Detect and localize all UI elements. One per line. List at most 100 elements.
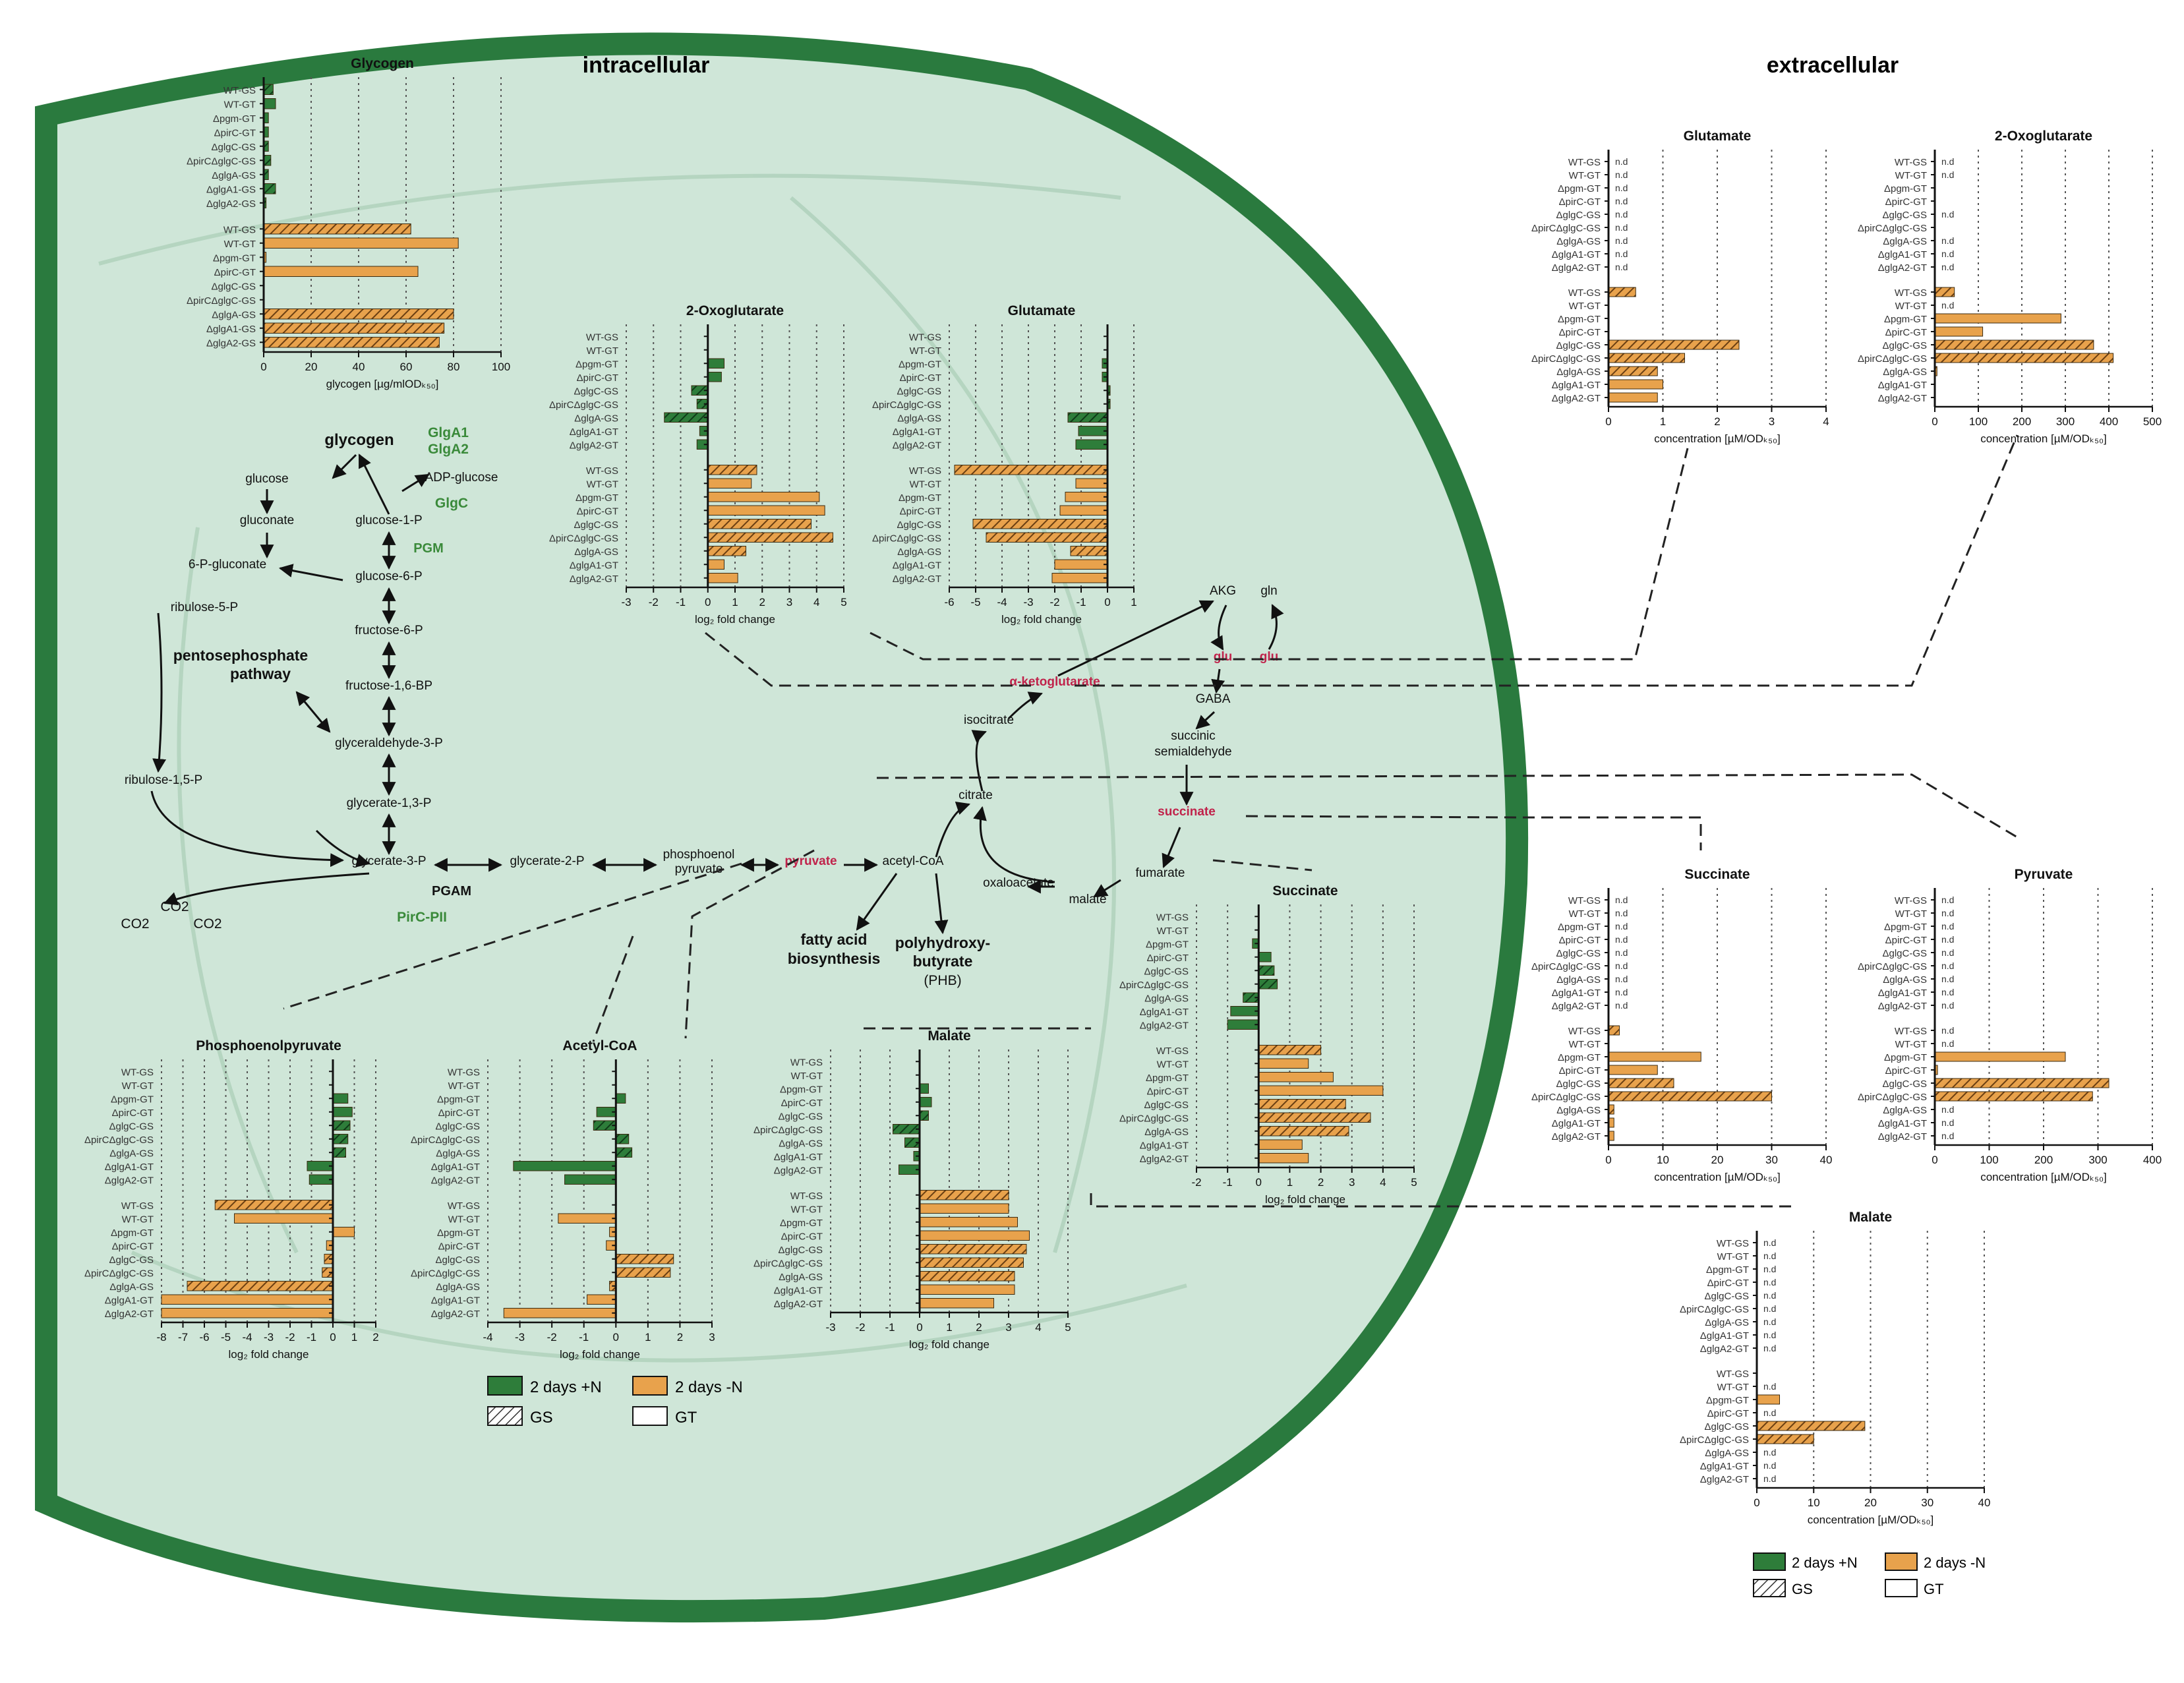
- category-label: ΔpirCΔglgC-GS: [1119, 1113, 1189, 1124]
- category-label: ΔglgC-GS: [1704, 1421, 1749, 1432]
- bar: [1608, 366, 1658, 376]
- category-label: ΔpirCΔglgC-GS: [1858, 961, 1927, 972]
- nd-label: n.d: [1941, 156, 1954, 167]
- x-tick-label: 3: [1769, 415, 1775, 428]
- bar: [587, 1294, 616, 1305]
- bar: [919, 1083, 929, 1094]
- legend-label-plusN: 2 days +N: [530, 1378, 602, 1396]
- x-tick-label: 0: [1605, 1154, 1611, 1166]
- co2-node: CO2: [193, 916, 221, 931]
- chart-title: Malate: [928, 1028, 970, 1044]
- category-label: ΔpirC-GT: [214, 267, 256, 278]
- bar: [1059, 505, 1108, 516]
- category-label: ΔglgA1-GT: [1700, 1461, 1749, 1472]
- bar: [707, 372, 722, 382]
- category-label: Δpgm-GT: [1146, 939, 1189, 950]
- category-label: WT-GS: [1895, 1026, 1927, 1037]
- category-label: ΔglgA2-GT: [431, 1175, 480, 1186]
- fructose-6p-node: fructose-6-P: [355, 624, 423, 637]
- category-label: WT-GT: [1569, 301, 1601, 312]
- category-label: ΔglgA-GS: [436, 1282, 480, 1293]
- fab-label-1: fatty acid: [801, 931, 868, 948]
- category-label: Δpgm-GT: [899, 492, 941, 504]
- category-label: Δpgm-GT: [111, 1094, 154, 1105]
- enzyme-glga1: GlgA1: [428, 425, 469, 440]
- x-tick-label: -3: [621, 596, 631, 608]
- category-label: WT-GS: [790, 1191, 823, 1202]
- nd-label: n.d: [1941, 209, 1954, 220]
- reaction-curve: [150, 790, 345, 868]
- bar: [1608, 1078, 1674, 1088]
- nd-label: n.d: [1941, 1131, 1954, 1141]
- category-label: WT-GT: [448, 1214, 480, 1225]
- bar: [1258, 1139, 1303, 1150]
- phb-label-2: butyrate: [913, 953, 973, 970]
- category-label: Δpgm-GT: [111, 1227, 154, 1239]
- category-label: ΔglgA1-GT: [105, 1295, 154, 1306]
- category-label: WT-GS: [1568, 157, 1601, 168]
- x-tick-label: 80: [448, 361, 460, 373]
- reaction-arrow: [1195, 711, 1216, 730]
- category-label: ΔpirC-GT: [112, 1107, 154, 1119]
- category-label: ΔpirC-GT: [1885, 196, 1927, 208]
- cell-body: [35, 32, 1529, 1623]
- bar: [263, 309, 454, 320]
- category-label: WT-GS: [586, 465, 618, 477]
- nd-label: n.d: [1763, 1251, 1776, 1261]
- legend-swatch-gt-extra: [1885, 1579, 1918, 1597]
- citrate-node: citrate: [959, 788, 993, 802]
- chart-title: 2-Oxoglutarate: [686, 303, 784, 318]
- gluconate-node: gluconate: [240, 514, 294, 527]
- category-label: ΔpirCΔglgC-GS: [1531, 353, 1601, 365]
- bar: [1067, 412, 1108, 423]
- category-label: Δpgm-GT: [1558, 183, 1601, 194]
- pep-node-2: pyruvate: [675, 862, 723, 876]
- nd-label: n.d: [1941, 169, 1954, 180]
- x-tick-label: -2: [1191, 1176, 1201, 1189]
- x-tick-label: 2: [677, 1331, 683, 1343]
- x-tick-label: 1: [1660, 415, 1666, 428]
- category-label: Δpgm-GT: [1146, 1073, 1189, 1084]
- bar: [187, 1281, 334, 1291]
- x-tick-label: 40: [1978, 1496, 1991, 1509]
- reaction-curve: [973, 806, 1055, 883]
- category-label: Δpgm-GT: [1884, 1052, 1927, 1063]
- category-label: ΔpirC-GT: [781, 1098, 823, 1109]
- x-tick-label: 0: [1932, 1154, 1937, 1166]
- bar: [707, 519, 812, 529]
- bar: [919, 1190, 1009, 1200]
- malate-node: malate: [1069, 893, 1106, 906]
- category-label: ΔpirC-GT: [1559, 196, 1601, 208]
- category-label: WT-GS: [223, 224, 256, 235]
- fructose-16bp-node: fructose-1,6-BP: [345, 679, 432, 693]
- category-label: Δpgm-GT: [1884, 922, 1927, 933]
- legend-swatch-minusN: [632, 1376, 668, 1396]
- category-label: WT-GT: [1895, 908, 1927, 920]
- reaction-arrow: [401, 473, 430, 492]
- x-tick-label: -7: [178, 1331, 188, 1343]
- bar: [954, 465, 1108, 475]
- gln-node: gln: [1260, 584, 1277, 598]
- co2-node: CO2: [121, 916, 149, 931]
- x-tick-label: 3: [1005, 1321, 1011, 1334]
- category-label: ΔpirC-GT: [900, 372, 941, 384]
- category-label: ΔpirCΔglgC-GS: [1858, 1092, 1927, 1103]
- category-label: ΔglgA-GS: [212, 309, 256, 320]
- category-label: ΔglgA2-GS: [206, 338, 256, 349]
- x-axis-label: concentration [µM/ODₖ₅₀]: [1654, 432, 1781, 445]
- adp-glucose-node: ADP-glucose: [425, 471, 498, 485]
- category-label: ΔglgA2-GT: [893, 574, 941, 585]
- category-label: ΔglgA-GS: [1883, 974, 1927, 986]
- enzyme-pgam: PGAM: [432, 884, 471, 899]
- category-label: Δpgm-GT: [1558, 1052, 1601, 1063]
- nd-label: n.d: [1941, 895, 1954, 905]
- category-label: ΔpirCΔglgC-GS: [549, 533, 618, 544]
- bar: [214, 1200, 334, 1210]
- category-label: ΔglgC-GS: [1882, 1078, 1927, 1090]
- legend-swatch-minusN-extra: [1885, 1552, 1918, 1571]
- category-label: WT-GT: [1569, 908, 1601, 920]
- ribulose-15bp-node: ribulose-1,5-P: [125, 773, 202, 787]
- x-tick-label: -6: [944, 596, 954, 608]
